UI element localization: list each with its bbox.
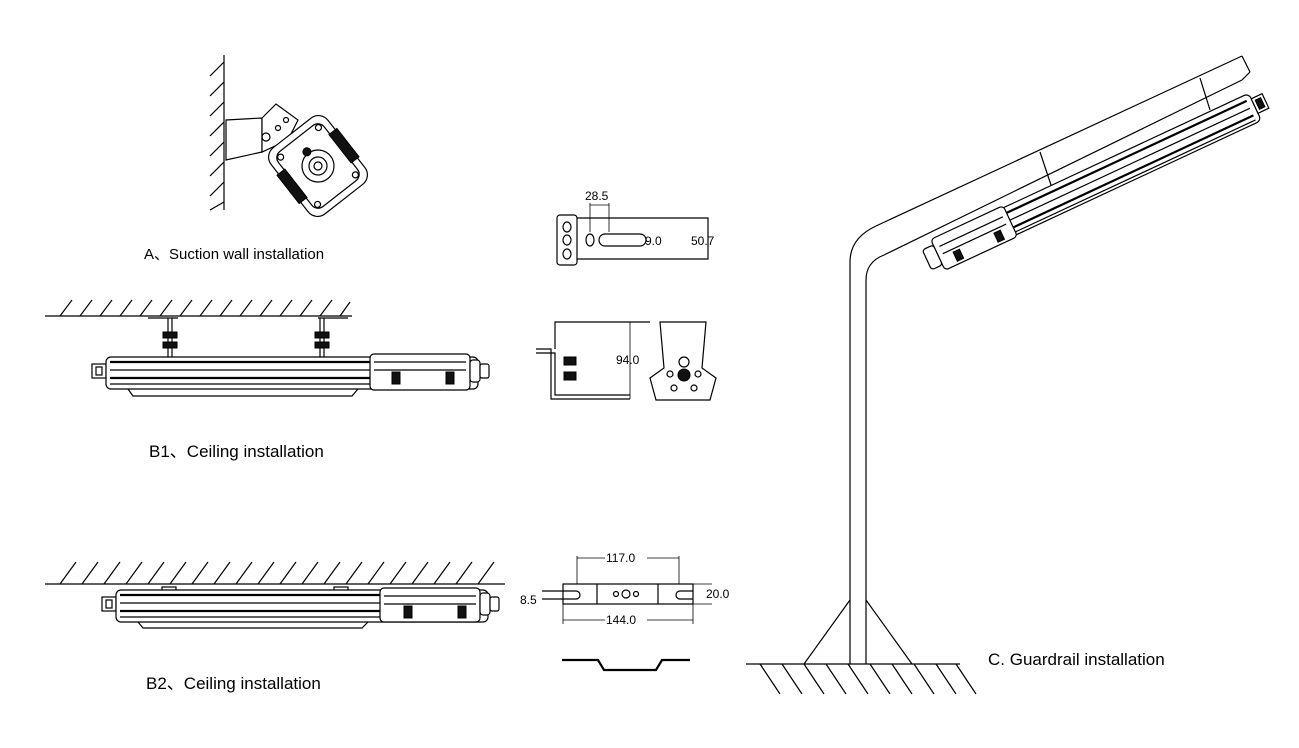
luminaire-side-view — [91, 353, 490, 397]
ceiling-hatching-b1 — [59, 299, 351, 317]
caption-wall-installation: A、Suction wall installation — [144, 246, 324, 263]
flat-bracket-detail: 117.0 144.0 8.5 20.0 — [520, 551, 730, 672]
luminaire-on-pole — [922, 92, 1270, 270]
caption-guardrail-installation: C. Guardrail installation — [988, 650, 1165, 669]
ceiling-installation-b2: B2、Ceiling installation — [45, 561, 505, 693]
guardrail-installation-figure: C. Guardrail installation — [746, 55, 1270, 695]
hanger-bracket — [148, 317, 178, 358]
dim-overall-length: 144.0 — [606, 613, 636, 627]
wall-hatching — [209, 61, 225, 211]
wall-installation-figure: A、Suction wall installation — [144, 55, 368, 263]
dim-hole-pitch: 28.5 — [585, 189, 609, 203]
dim-bracket-height: 94.0 — [616, 353, 640, 367]
luminaire-surface-view — [101, 586, 500, 629]
wall-bracket-detail: 28.5 9.0 50.7 — [556, 189, 715, 266]
caption-ceiling-installation-b2: B2、Ceiling installation — [146, 674, 321, 693]
dim-bracket-width: 20.0 — [706, 587, 730, 601]
ground-hatching — [759, 663, 977, 695]
hanger-bracket — [314, 317, 348, 358]
ceiling-bracket-detail: 94.0 — [536, 321, 717, 401]
dim-slot-width: 9.0 — [645, 234, 662, 248]
ceiling-installation-b1: B1、Ceiling installation — [45, 299, 490, 461]
dim-bracket-length: 50.7 — [691, 234, 715, 248]
dim-hole-span: 117.0 — [606, 551, 635, 565]
ceiling-hatching-b2 — [59, 561, 495, 585]
wall-bracket — [225, 103, 299, 161]
dim-slot-width-flat: 8.5 — [520, 593, 537, 607]
caption-ceiling-installation-b1: B1、Ceiling installation — [149, 442, 324, 461]
luminaire-end-view — [268, 114, 368, 218]
